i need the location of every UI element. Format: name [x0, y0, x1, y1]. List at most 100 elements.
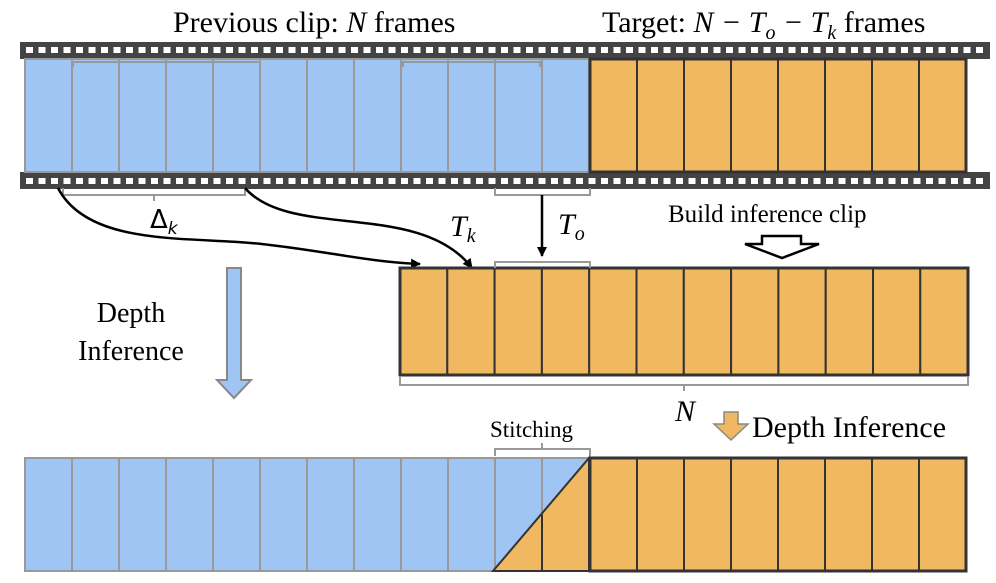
depth-inference-left-line1: Depth	[97, 298, 165, 329]
previous-frame	[165, 58, 214, 173]
perforation-hole	[351, 178, 358, 184]
perforation-hole	[138, 178, 146, 184]
perforation-hole	[826, 178, 833, 184]
to-label: To	[558, 208, 585, 245]
perforation-hole	[151, 47, 158, 53]
perforation-hole	[726, 178, 733, 184]
perforation-hole	[513, 47, 521, 53]
film-bottom-perforations	[26, 178, 983, 184]
perforation-hole	[288, 178, 296, 184]
stitched-target-frame	[683, 457, 732, 572]
perforation-hole	[63, 47, 71, 53]
inference-frame	[446, 267, 496, 376]
perforation-hole	[713, 178, 721, 184]
stitched-previous-frame	[24, 457, 73, 572]
perforation-hole	[801, 178, 808, 184]
perforation-hole	[776, 178, 783, 184]
perforation-hole	[301, 47, 308, 53]
perforation-hole	[926, 47, 933, 53]
perforation-hole	[463, 178, 471, 184]
perforation-hole	[413, 178, 421, 184]
perforation-hole	[901, 47, 908, 53]
perforation-hole	[201, 47, 208, 53]
perforation-hole	[813, 47, 821, 53]
perforation-hole	[763, 178, 771, 184]
inference-frame	[730, 267, 780, 376]
perforation-hole	[976, 178, 983, 184]
perforation-hole	[488, 178, 496, 184]
perforation-hole	[738, 47, 746, 53]
inference-clip-outline	[398, 266, 970, 377]
perforation-hole	[488, 47, 496, 53]
perforation-hole	[501, 47, 508, 53]
perforation-hole	[426, 47, 433, 53]
target-frame	[918, 58, 967, 173]
perforation-hole	[376, 47, 383, 53]
perforation-hole	[551, 47, 558, 53]
perforation-hole	[701, 178, 708, 184]
target-frame	[636, 58, 685, 173]
previous-frame	[447, 58, 496, 173]
perforation-hole	[101, 178, 108, 184]
perforation-hole	[751, 178, 758, 184]
stitching-bracket	[494, 443, 591, 456]
stitched-previous-frame	[165, 457, 214, 572]
perforation-hole	[526, 178, 533, 184]
perforation-hole	[188, 47, 196, 53]
perforation-hole	[901, 178, 908, 184]
stitched-target-frame	[824, 457, 873, 572]
perforation-hole	[76, 178, 83, 184]
perforation-hole	[213, 178, 221, 184]
inference-frame	[540, 267, 591, 376]
target-frame	[824, 58, 873, 173]
perforation-hole	[113, 178, 121, 184]
to-bracket	[494, 188, 591, 196]
delta-k-bracket	[62, 188, 246, 201]
inference-frame	[872, 267, 922, 376]
perforation-hole	[138, 47, 146, 53]
previous-frame	[71, 58, 120, 173]
perforation-hole	[326, 178, 333, 184]
perforation-hole	[538, 178, 546, 184]
stitched-previous-frame	[259, 457, 308, 572]
perforation-hole	[263, 47, 271, 53]
stitched-previous-frame	[118, 457, 167, 572]
perforation-hole	[651, 47, 658, 53]
perforation-hole	[476, 178, 483, 184]
inference-clip	[398, 266, 970, 377]
perforation-hole	[813, 178, 821, 184]
overlap-top-bracket	[402, 61, 541, 67]
perforation-hole	[101, 47, 108, 53]
perforation-hole	[638, 178, 646, 184]
perforation-hole	[738, 178, 746, 184]
perforation-hole	[951, 47, 958, 53]
perforation-hole	[126, 178, 133, 184]
build-arrow-icon	[744, 234, 820, 260]
perforation-hole	[951, 178, 958, 184]
perforation-hole	[113, 47, 121, 53]
perforation-hole	[563, 47, 571, 53]
perforation-hole	[776, 47, 783, 53]
inference-frame	[682, 267, 733, 376]
perforation-hole	[126, 47, 133, 53]
inference-frame	[777, 267, 827, 376]
perforation-hole	[626, 178, 633, 184]
perforation-hole	[163, 178, 171, 184]
target-frame	[683, 58, 732, 173]
stitched-target-frame	[871, 457, 920, 572]
build-inference-clip-label: Build inference clip	[668, 201, 867, 228]
target-frames-outline	[588, 57, 968, 174]
perforation-hole	[863, 47, 871, 53]
inference-frame	[399, 267, 449, 376]
perforation-hole	[63, 178, 71, 184]
perforation-hole	[826, 47, 833, 53]
perforation-hole	[501, 178, 508, 184]
perforation-hole	[401, 47, 408, 53]
film-top-perforations	[26, 47, 983, 53]
stitched-clip	[24, 455, 968, 573]
perforation-hole	[401, 178, 408, 184]
perforation-hole	[276, 178, 283, 184]
previous-frame	[494, 58, 543, 173]
perforation-hole	[388, 178, 396, 184]
target-frame	[730, 58, 779, 173]
